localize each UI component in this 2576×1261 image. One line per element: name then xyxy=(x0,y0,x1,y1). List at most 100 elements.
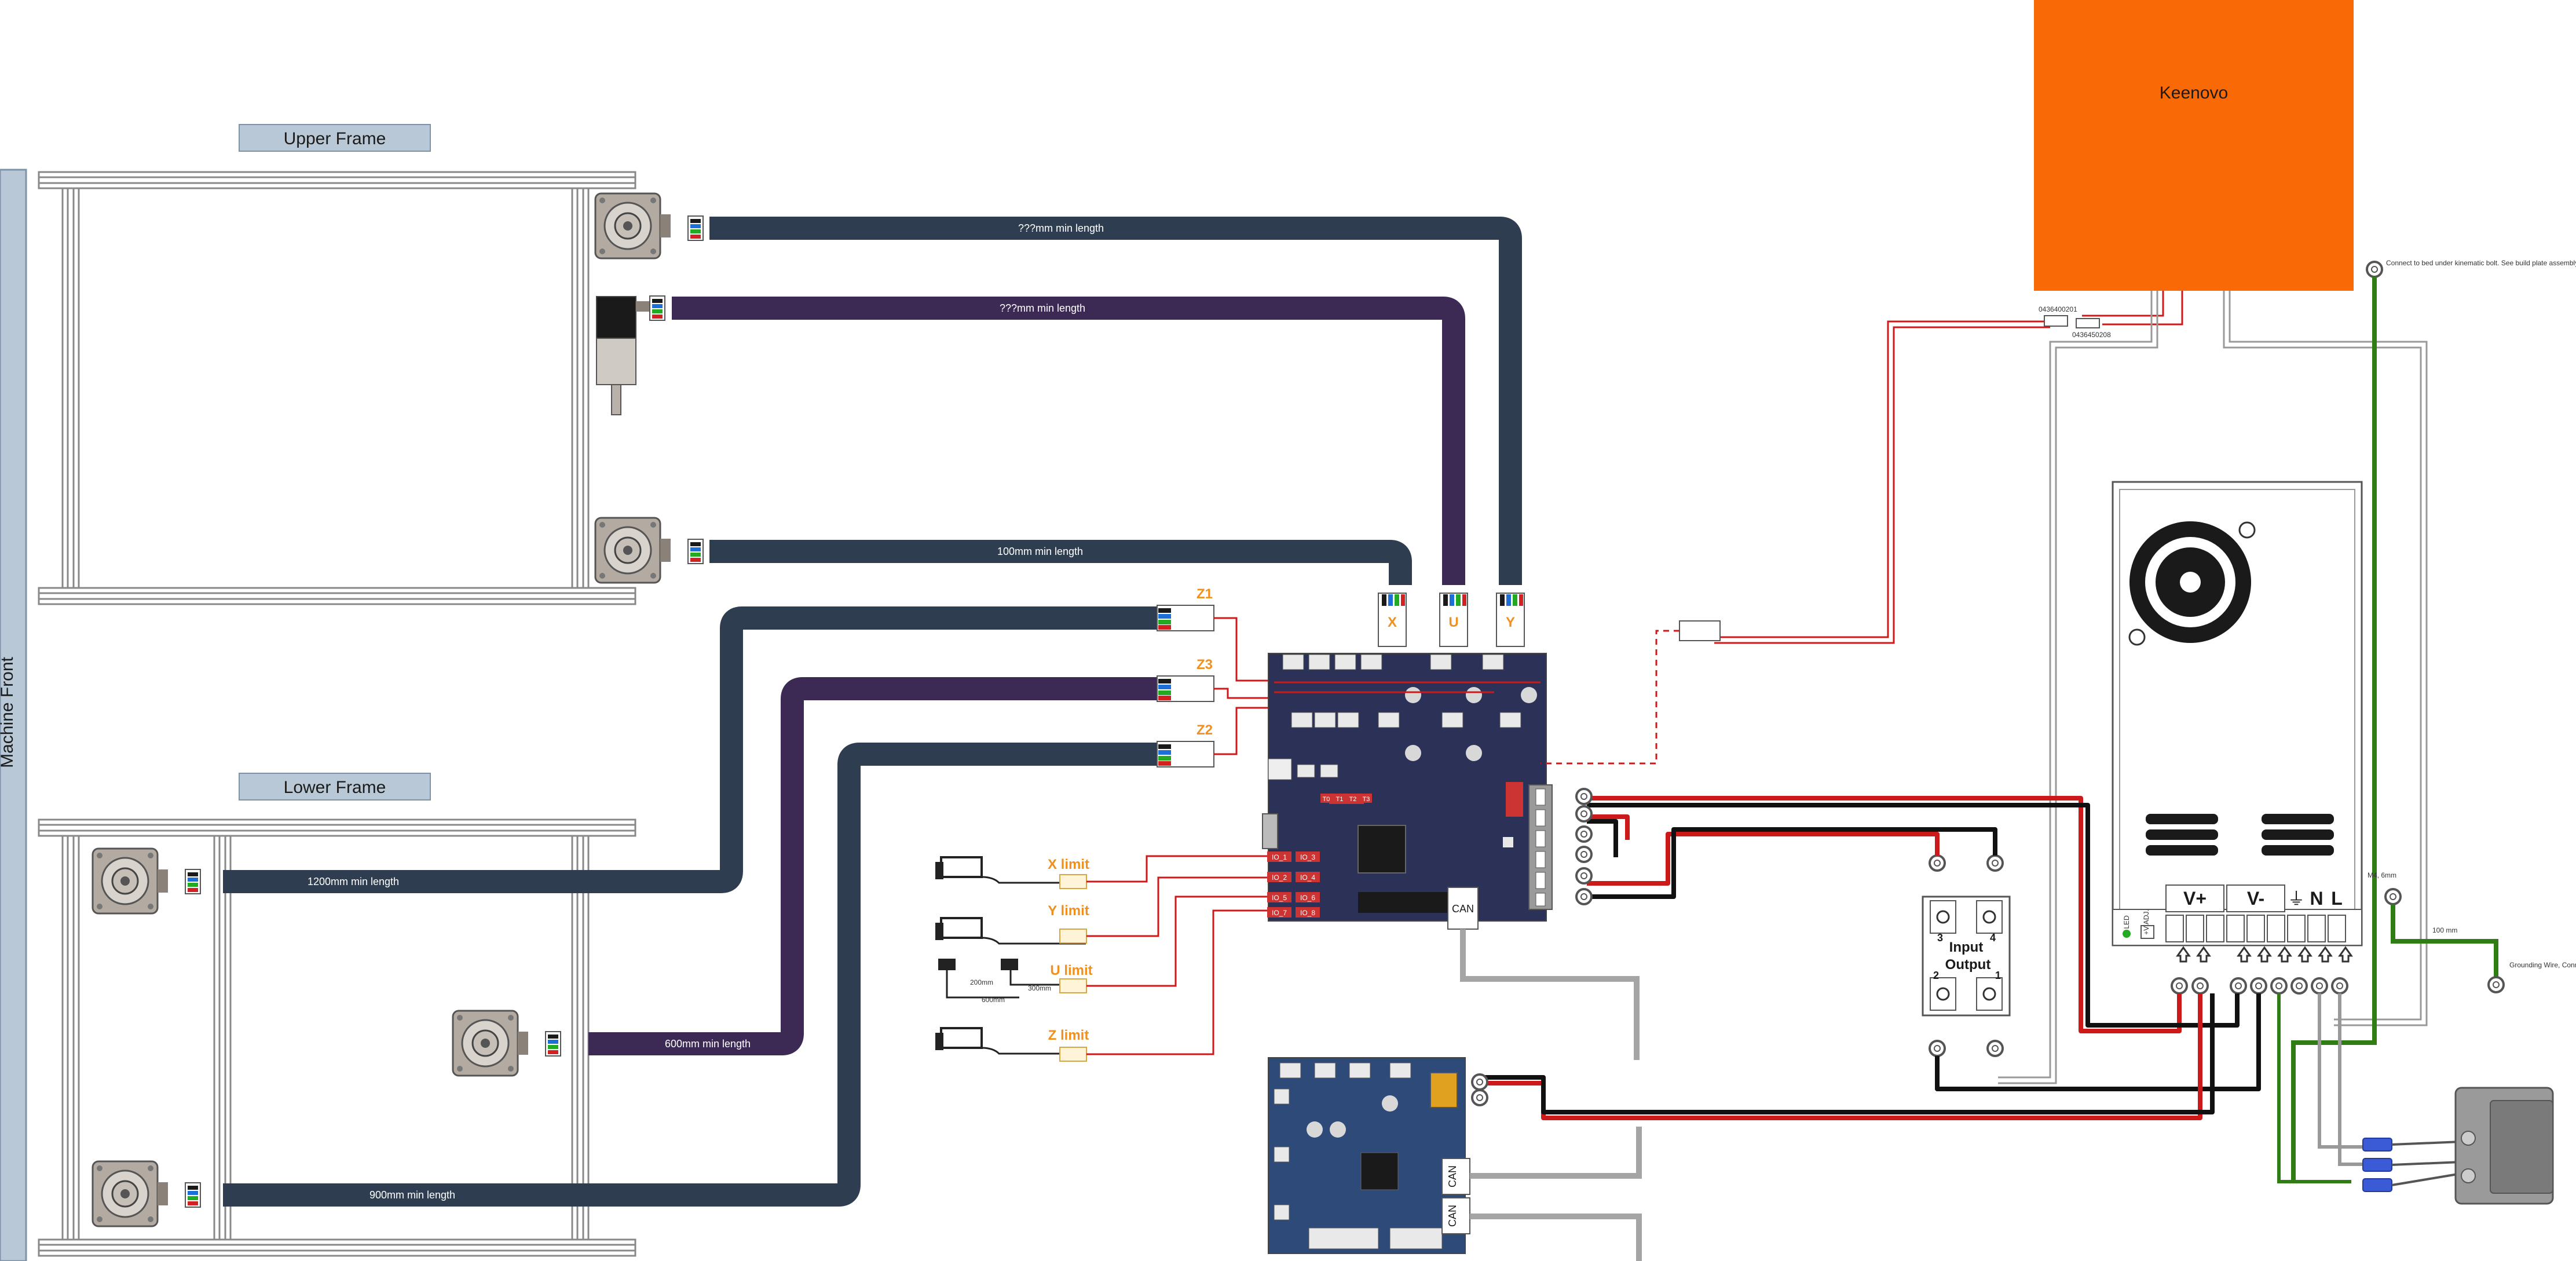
stepper-motor-upper-u xyxy=(596,296,652,415)
ssr-term-3: 3 xyxy=(1937,932,1943,944)
temp-label-t2: T2 xyxy=(1349,796,1357,803)
can-cable-main xyxy=(1460,929,1640,1060)
stepper-motor-lower-z3 xyxy=(452,1010,529,1077)
psu-ground-small: M4, 6mm xyxy=(2368,871,2396,879)
psu-vminus-label: V- xyxy=(2247,888,2264,909)
heater-connector-2 xyxy=(2076,318,2100,328)
can-label-main: CAN xyxy=(1452,903,1474,915)
thermistor-dashed-lead xyxy=(1541,630,1679,765)
cable-upper-x xyxy=(709,217,1522,585)
thermistor-plug xyxy=(1679,620,1721,641)
machine-front-bar xyxy=(0,169,27,1261)
psu-led-label: LED xyxy=(2123,915,2131,929)
z-port-z1-label: Z1 xyxy=(1196,586,1213,602)
cable-upper-u xyxy=(672,297,1465,585)
cable-label-upper-y: 100mm min length xyxy=(997,546,1083,557)
keenovo-heater xyxy=(2034,0,2354,291)
frame-ground-note: Grounding Wire, Connect to frame with M5… xyxy=(2509,961,2576,969)
lower-frame-label: Lower Frame xyxy=(284,778,386,797)
motor-port-y: Y xyxy=(1496,593,1525,647)
upper-frame-label: Upper Frame xyxy=(284,129,386,148)
can-connector-toolhead-bottom: CAN xyxy=(1441,1197,1470,1234)
wire-ssr-output xyxy=(1935,993,2261,1091)
heater-connector-2-label: 0436450208 xyxy=(2072,331,2111,339)
wire-ssr-black xyxy=(1587,827,1997,899)
bed-ground-note: Connect to bed under kinematic bolt. See… xyxy=(2386,259,2576,267)
can-cable-toolhead-1 xyxy=(1470,1127,1642,1179)
motor-port-y-label: Y xyxy=(1506,615,1515,630)
endstop-u-plug xyxy=(1059,978,1087,993)
heater-lead-thermistor-2 xyxy=(1714,326,2050,644)
can-connector-main: CAN xyxy=(1447,887,1479,930)
wire-ssr-red xyxy=(1587,832,1940,886)
io-label-4: IO_4 xyxy=(1300,873,1315,882)
ground-length-label: 100 mm xyxy=(2432,926,2457,934)
endstop-x-plug xyxy=(1059,874,1087,889)
limit-u-label: U limit xyxy=(1050,963,1092,978)
can-connector-toolhead-top: CAN xyxy=(1441,1158,1470,1195)
limit-u-dim-3: 600mm xyxy=(982,996,1005,1004)
z-port-leads xyxy=(1214,617,1274,755)
io-label-8: IO_8 xyxy=(1300,909,1315,917)
stepper-motor-upper-x xyxy=(594,192,672,259)
main-controller-board: T0 T1 T2 T3 IO_1 IO_3 IO_2 IO_4 IO_5 IO_… xyxy=(1262,653,1553,922)
motor-port-x: X xyxy=(1378,593,1407,647)
stepper-connector-upper-u xyxy=(649,295,665,321)
bed-ground-lug xyxy=(2366,261,2383,278)
wire-toolhead-red xyxy=(1483,993,2202,1120)
upper-frame-tag xyxy=(239,124,431,152)
z-port-z1: Z1 xyxy=(1157,586,1214,631)
io-label-6: IO_6 xyxy=(1300,894,1315,902)
z-port-z2: Z2 xyxy=(1157,722,1214,767)
solid-state-relay xyxy=(1922,896,2011,1017)
cable-label-upper-u: ???mm min length xyxy=(1000,302,1085,314)
cable-lower-z3 xyxy=(588,677,1158,1055)
lower-frame-tag xyxy=(239,773,431,801)
ac-power-inlet xyxy=(2362,1087,2554,1205)
z-port-z2-label: Z2 xyxy=(1196,722,1213,738)
power-supply xyxy=(2112,481,2363,946)
heater-lead-red-2 xyxy=(2102,291,2183,326)
psu-n-label: N xyxy=(2310,888,2323,909)
can-toolhead-board xyxy=(1268,1057,1466,1254)
stepper-connector-lower-z3 xyxy=(545,1031,561,1057)
wire-24v-black-main xyxy=(1587,803,2240,1028)
can-label-bottom: CAN xyxy=(1447,1205,1458,1227)
wire-board-red-2 xyxy=(1587,814,1630,840)
stepper-motor-lower-z2 xyxy=(92,1160,169,1227)
z-port-z3-label: Z3 xyxy=(1196,657,1213,672)
ac-grey-wire-n xyxy=(2318,993,2363,1149)
temp-label-t3: T3 xyxy=(1363,796,1370,803)
limit-z-label: Z limit xyxy=(1048,1028,1089,1043)
psu-adj-label: +V ADJ. xyxy=(2142,909,2150,935)
psu-ring-lugs xyxy=(2171,977,2348,995)
limit-u-dim-1: 200mm xyxy=(970,978,993,986)
io-label-5: IO_5 xyxy=(1272,894,1287,902)
machine-front-label: Machine Front xyxy=(0,656,17,767)
endstop-u xyxy=(938,959,1060,999)
heater-lead-ssr xyxy=(1998,291,2153,1079)
z-port-z3: Z3 xyxy=(1157,657,1214,702)
ac-green-wire xyxy=(2277,993,2351,1183)
can-label-top: CAN xyxy=(1447,1165,1458,1187)
limit-y-label: Y limit xyxy=(1048,903,1089,919)
lower-frame xyxy=(38,818,636,1257)
ssr-term-1: 1 xyxy=(1995,970,2001,981)
wire-toolhead-black xyxy=(1483,993,2215,1114)
motor-port-u: U xyxy=(1439,593,1468,647)
heater-lead-ssr-2 xyxy=(1998,291,2158,1084)
wire-board-black-2 xyxy=(1587,819,1618,857)
stepper-connector-upper-x xyxy=(687,215,704,241)
io-label-1: IO_1 xyxy=(1272,853,1287,861)
ssr-input-label: Input xyxy=(1949,940,1984,955)
ssr-output-label: Output xyxy=(1945,957,1991,973)
ac-grey-wire-l xyxy=(2338,993,2363,1166)
limit-u-dim-2: 300mm xyxy=(1028,984,1051,992)
temp-label-t1: T1 xyxy=(1336,796,1344,803)
io-label-3: IO_3 xyxy=(1300,853,1315,861)
motor-port-x-label: X xyxy=(1388,615,1397,630)
heater-lead-red xyxy=(2082,291,2164,317)
ssr-term-4: 4 xyxy=(1990,932,1996,944)
stepper-connector-lower-z1 xyxy=(185,869,201,894)
motor-port-u-label: U xyxy=(1448,615,1458,630)
